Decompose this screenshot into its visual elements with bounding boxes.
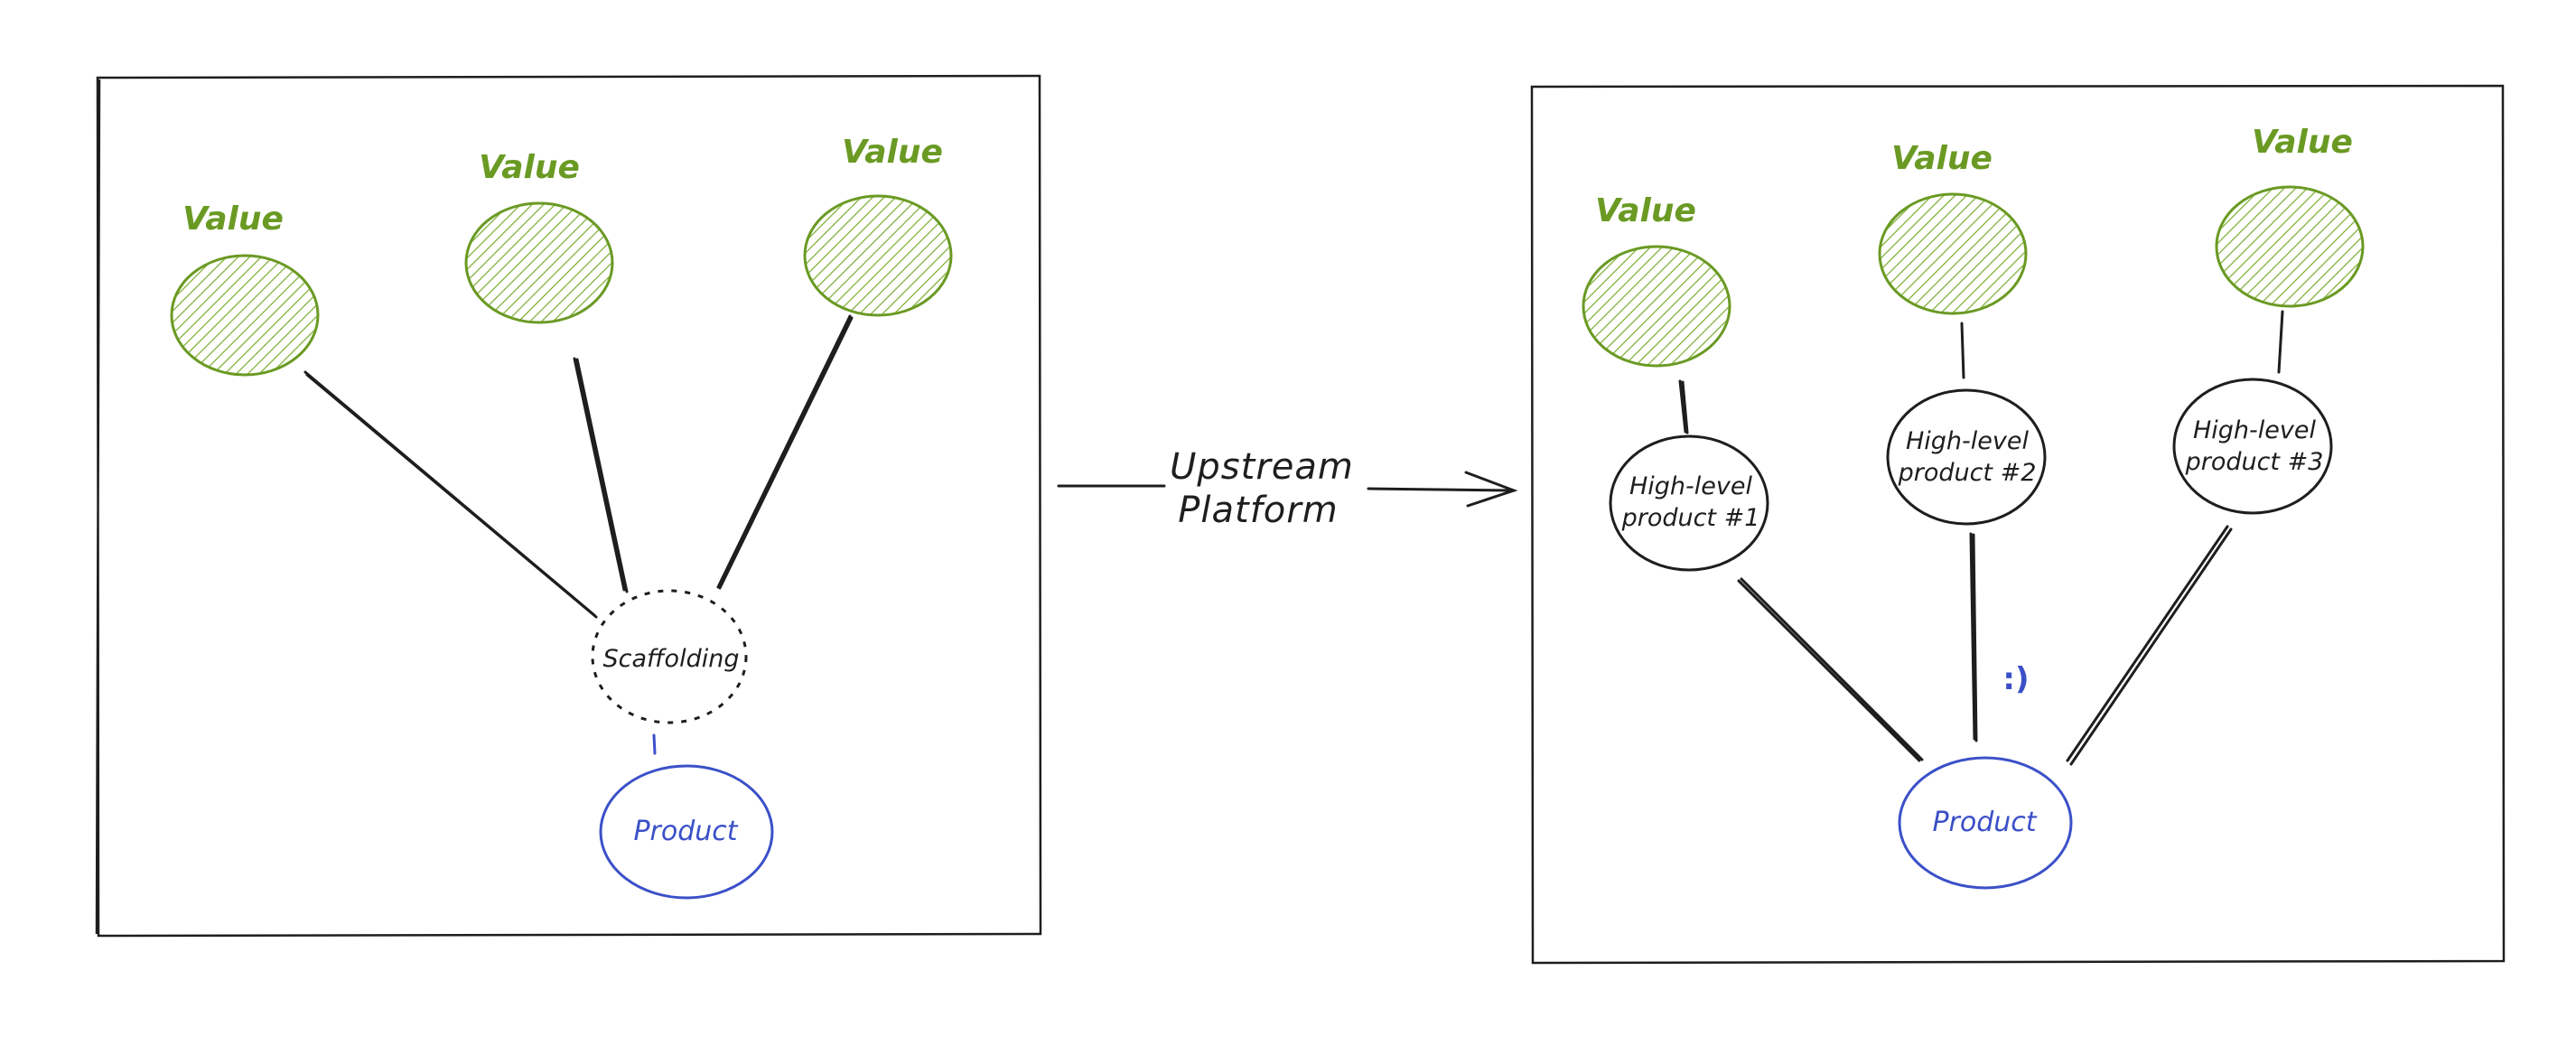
arrow-shaft-right bbox=[1367, 487, 1516, 492]
value-circle-2 bbox=[464, 201, 614, 324]
right-product-circle bbox=[1898, 756, 2073, 890]
scaffolding-circle bbox=[591, 589, 748, 724]
right-value-circle-1 bbox=[1582, 245, 1731, 368]
edge-scaffolding-to-product bbox=[652, 733, 657, 755]
left-panel: Value Value Value Scaffolding Product bbox=[95, 74, 1042, 938]
value-circle-3 bbox=[803, 194, 953, 317]
scaffolding-label: Scaffolding bbox=[603, 645, 740, 673]
smiley-annotation: :) bbox=[2002, 661, 2029, 697]
high-level-product-1-line1: High-level bbox=[1629, 472, 1753, 500]
high-level-product-2-line2: product #2 bbox=[1898, 459, 2037, 487]
arrow-head-icon bbox=[1464, 471, 1518, 508]
right-panel: Value Value Value High-level product #1 … bbox=[1530, 84, 2506, 965]
edge-product-3-to-product bbox=[2066, 525, 2233, 766]
upstream-platform-arrow: Upstream Platform bbox=[1057, 446, 1518, 531]
value-label-3: Value bbox=[842, 134, 943, 171]
high-level-product-2-circle bbox=[1886, 388, 2047, 526]
right-value-label-2: Value bbox=[1891, 140, 1993, 177]
edge-value-3-to-product-3 bbox=[2277, 310, 2284, 374]
edge-value-2-to-scaffolding bbox=[573, 357, 629, 593]
high-level-product-2-line1: High-level bbox=[1906, 427, 2030, 455]
left-product-circle bbox=[599, 764, 774, 900]
right-value-label-3: Value bbox=[2252, 124, 2353, 161]
high-level-product-3-circle bbox=[2172, 378, 2333, 515]
right-value-circle-3 bbox=[2215, 185, 2365, 308]
high-level-product-1-circle bbox=[1609, 434, 1769, 572]
value-label-2: Value bbox=[479, 149, 580, 186]
left-panel-frame bbox=[95, 74, 1042, 938]
arrow-label-platform: Platform bbox=[1178, 490, 1338, 531]
edge-product-1-to-product bbox=[1737, 577, 1924, 762]
value-label-1: Value bbox=[182, 201, 284, 238]
high-level-product-3-line1: High-level bbox=[2193, 416, 2317, 444]
edge-product-2-to-product bbox=[1969, 532, 1978, 742]
high-level-product-1-line2: product #1 bbox=[1621, 504, 1760, 532]
edge-value-1-to-scaffolding bbox=[303, 370, 598, 619]
right-panel-frame bbox=[1530, 84, 2506, 965]
left-product-label: Product bbox=[633, 816, 738, 847]
edge-value-3-to-scaffolding bbox=[716, 314, 854, 590]
right-value-circle-2 bbox=[1878, 192, 2028, 315]
value-circle-1 bbox=[170, 254, 320, 377]
right-value-label-1: Value bbox=[1595, 192, 1696, 229]
right-product-label: Product bbox=[1932, 807, 2037, 838]
arrow-label-upstream: Upstream bbox=[1170, 446, 1354, 488]
edge-value-2-to-product-2 bbox=[1960, 322, 1965, 379]
edge-value-1-to-product-1 bbox=[1678, 379, 1689, 434]
high-level-product-3-line2: product #3 bbox=[2185, 448, 2324, 476]
